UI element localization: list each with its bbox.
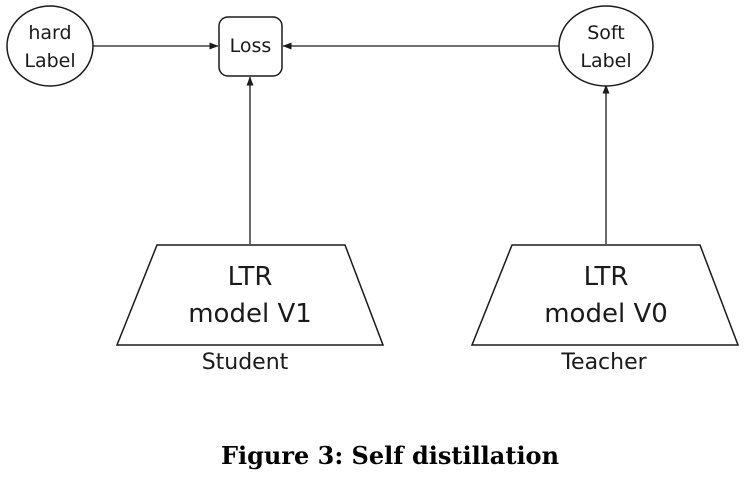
student-model-line1: LTR xyxy=(228,262,273,292)
loss-label: Loss xyxy=(230,35,272,57)
soft-label-line1: Soft xyxy=(587,22,625,44)
hard-label-line2: Label xyxy=(24,50,75,72)
student-model-node: LTR model V1 xyxy=(115,244,385,346)
teacher-model-line1: LTR xyxy=(584,262,629,292)
soft-label-line2: Label xyxy=(580,50,631,72)
hard-label-line1: hard xyxy=(28,22,71,44)
teacher-model-node: LTR model V0 xyxy=(470,244,740,346)
hard-label-node: hard Label xyxy=(6,5,94,87)
teacher-role-label: Teacher xyxy=(560,350,647,375)
teacher-model-line2: model V0 xyxy=(544,299,668,329)
figure-caption: Figure 3: Self distillation xyxy=(221,441,559,470)
student-model-line2: model V1 xyxy=(188,299,312,329)
loss-node: Loss xyxy=(218,16,283,77)
student-role-label: Student xyxy=(202,350,289,375)
soft-label-node: Soft Label xyxy=(558,5,654,87)
